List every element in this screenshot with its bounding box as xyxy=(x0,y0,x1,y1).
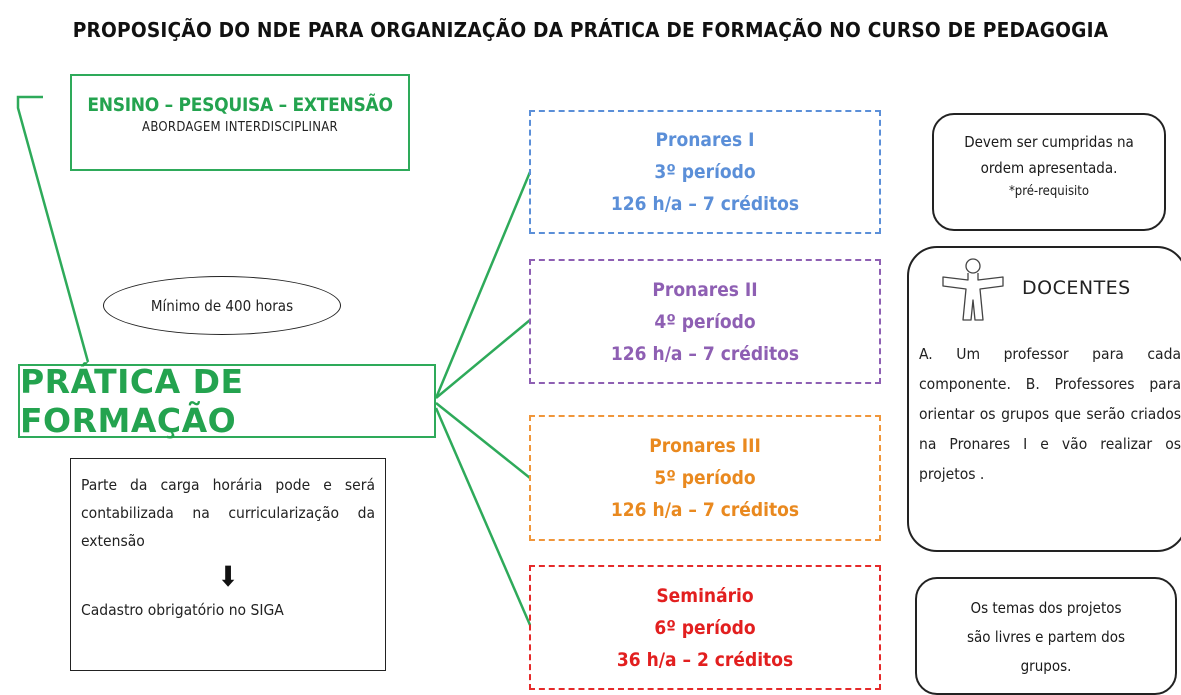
pratica-de-formacao-box: PRÁTICA DE FORMAÇÃO xyxy=(18,362,436,440)
ensino-title: ENSINO – PESQUISA – EXTENSÃO xyxy=(87,94,393,116)
ordem-note-line3: *pré-requisito xyxy=(1008,184,1090,199)
component-periodo: 5º período xyxy=(654,467,756,489)
temas-note-box: Os temas dos projetos são livres e parte… xyxy=(915,577,1177,695)
temas-line1: Os temas dos projetos xyxy=(970,599,1122,617)
component-pronares-1: Pronares I 3º período 126 h/a – 7 crédit… xyxy=(529,110,881,234)
component-carga: 126 h/a – 7 créditos xyxy=(610,342,800,365)
arrow-down-icon: ⬇ xyxy=(217,560,239,593)
ordem-note-line1: Devem ser cumpridas na xyxy=(964,133,1134,151)
connector-pronares-3 xyxy=(435,402,531,479)
ensino-subtitle: ABORDAGEM INTERDISCIPLINAR xyxy=(142,120,338,135)
cadastro-text: Cadastro obrigatório no SIGA xyxy=(81,601,284,619)
component-name: Pronares III xyxy=(649,435,761,457)
component-name: Seminário xyxy=(656,584,754,607)
component-seminario: Seminário 6º período 36 h/a – 2 créditos xyxy=(529,565,881,690)
component-pronares-2: Pronares II 4º período 126 h/a – 7 crédi… xyxy=(529,259,881,384)
component-pronares-3: Pronares III 5º período 126 h/a – 7 créd… xyxy=(529,415,881,541)
ordem-note-box: Devem ser cumpridas na ordem apresentada… xyxy=(932,113,1166,231)
bracket-line xyxy=(16,95,90,363)
docentes-text: A. Um professor para cada componente. B.… xyxy=(919,345,1181,483)
ordem-note-line2: ordem apresentada. xyxy=(980,159,1118,177)
component-carga: 126 h/a – 7 créditos xyxy=(610,499,800,521)
ensino-pesquisa-extensao-box: ENSINO – PESQUISA – EXTENSÃO ABORDAGEM I… xyxy=(70,74,410,171)
person-icon xyxy=(942,258,1004,321)
docentes-box: DOCENTES A. Um professor para cada compo… xyxy=(907,246,1181,552)
temas-line3: grupos. xyxy=(1020,657,1072,675)
temas-line2: são livres e partem dos xyxy=(966,628,1125,646)
component-carga: 126 h/a – 7 créditos xyxy=(610,193,800,215)
connector-pronares-2 xyxy=(435,319,531,399)
component-periodo: 4º período xyxy=(654,310,756,333)
docentes-title: DOCENTES xyxy=(1022,277,1131,299)
carga-horaria-text: Parte da carga horária pode e será conta… xyxy=(81,476,375,550)
diagram-title: PROPOSIÇÃO DO NDE PARA ORGANIZAÇÃO DA PR… xyxy=(72,18,1109,42)
component-periodo: 6º período xyxy=(654,616,756,639)
minimo-ellipse: Mínimo de 400 horas xyxy=(103,276,341,335)
connector-pronares-1 xyxy=(434,171,532,399)
carga-horaria-box: Parte da carga horária pode e será conta… xyxy=(70,458,386,671)
component-name: Pronares I xyxy=(655,129,755,151)
component-carga: 36 h/a – 2 créditos xyxy=(616,648,794,671)
component-name: Pronares II xyxy=(652,278,758,301)
component-periodo: 3º período xyxy=(654,161,756,183)
connector-seminario xyxy=(434,407,532,626)
